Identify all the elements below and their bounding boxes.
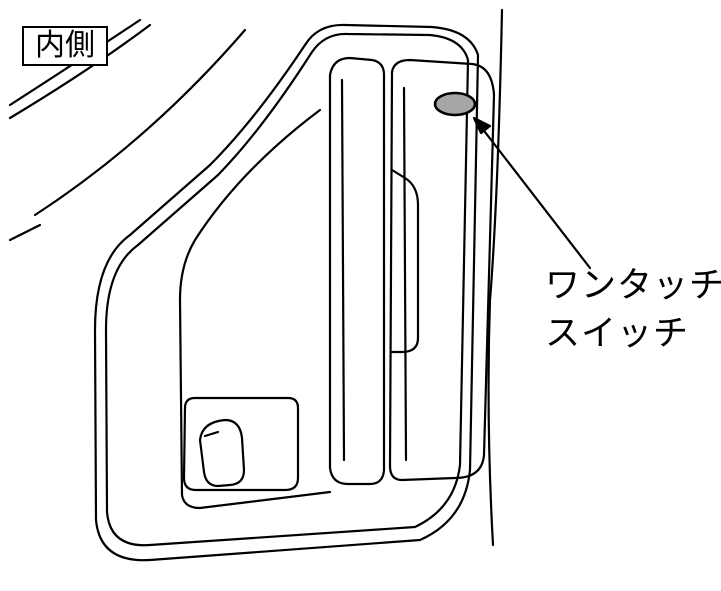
outer-bezel (93, 23, 480, 562)
lock-knob (182, 396, 300, 492)
door-edge-line (487, 8, 504, 547)
handle-lever (328, 56, 386, 486)
one-touch-switch-button (433, 91, 477, 117)
handle-housing (388, 58, 496, 482)
inner-side-text: 内側 (35, 28, 95, 63)
callout-line-1: ワンタッチ (545, 266, 721, 306)
handle-recess (178, 108, 332, 510)
callout-line-2: スイッチ (545, 314, 690, 354)
callout-arrow (472, 116, 592, 270)
inner-side-label: 内側 (22, 26, 108, 66)
one-touch-switch-callout: ワンタッチ スイッチ (545, 262, 721, 358)
